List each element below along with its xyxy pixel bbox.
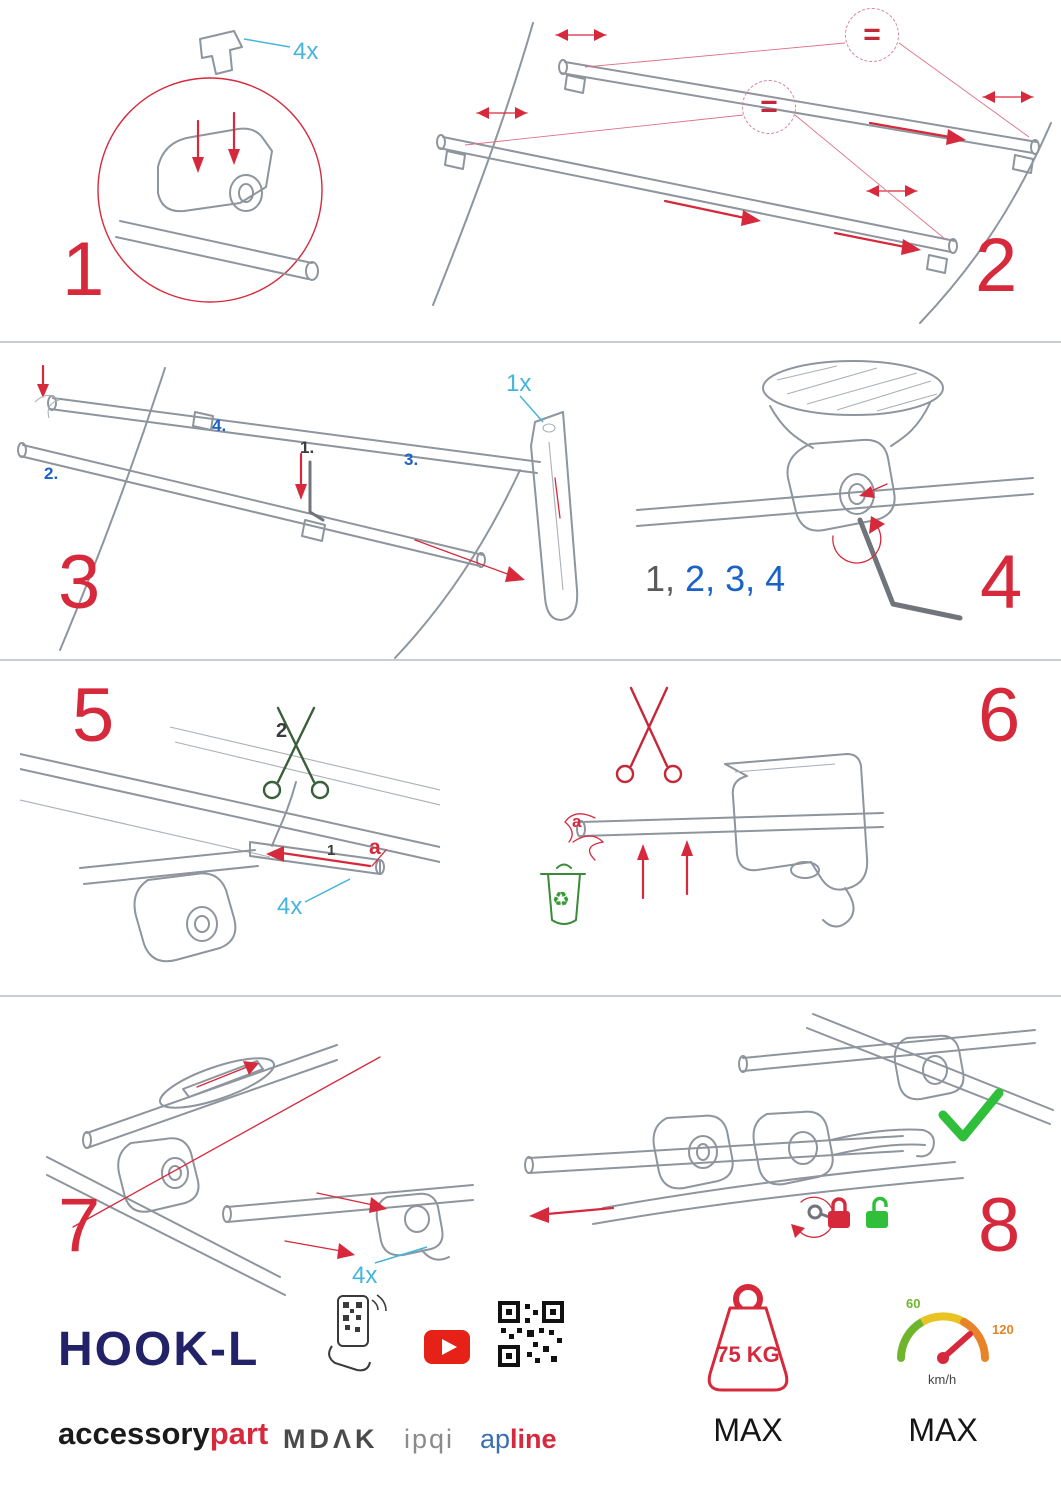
max-weight-label: MAX — [713, 1412, 783, 1448]
phone-qr-scan-icon — [328, 1294, 387, 1372]
step-4-number: 4 — [980, 540, 1022, 625]
step5-quantity-label: 4x — [277, 893, 303, 920]
step-8-number: 8 — [978, 1183, 1020, 1268]
step-5-number: 5 — [72, 673, 114, 758]
step5-label-2: 2 — [276, 720, 288, 742]
measure-arrow-2 — [982, 91, 1034, 103]
push-up-arrow-2 — [681, 840, 693, 896]
step-3-number: 3 — [58, 540, 100, 625]
measure-arrow-1 — [555, 29, 607, 41]
step5-label-a: a — [369, 836, 381, 859]
end-cap-clamp — [375, 1192, 450, 1261]
step1-quantity-label: 4x — [293, 38, 319, 65]
logo-apline: apline — [480, 1424, 557, 1455]
logo-ipqi: ipqi — [404, 1424, 455, 1454]
bracket-part — [724, 753, 869, 928]
speed-120-label: 120 — [992, 1322, 1014, 1337]
attach-arrow-2 — [284, 1240, 355, 1259]
sequence-gray: 1, — [645, 558, 676, 599]
scissors-icon — [262, 706, 330, 800]
max-weight-value: 75 KG — [716, 1342, 780, 1367]
max-speed-label: MAX — [908, 1412, 978, 1448]
pull-strap-arrow — [266, 846, 387, 868]
step5-illustration — [20, 706, 440, 963]
slide-arrow-2 — [868, 121, 966, 145]
recycle-icon: ♻ — [552, 889, 570, 911]
brand-accent: part — [209, 1416, 269, 1451]
step3-illustration — [17, 364, 579, 659]
attach-arrow-1 — [316, 1192, 387, 1213]
section-divider-2 — [0, 659, 1061, 661]
step3-substep-4: 4. — [212, 416, 227, 435]
step-1-number: 1 — [62, 227, 104, 312]
logo-mdak: MDΛK — [283, 1424, 379, 1454]
step-6-number: 6 — [978, 673, 1020, 758]
key-insert-arrow — [295, 452, 307, 500]
lock-closed-icon — [828, 1197, 850, 1228]
step3-substep-1: 1. — [300, 438, 315, 457]
scissors-icon — [615, 686, 683, 784]
strap-cover-part — [530, 411, 579, 621]
drop-arrow — [37, 364, 49, 398]
insert-arrow-2 — [228, 111, 240, 165]
youtube-icon — [424, 1330, 470, 1364]
clip-part — [199, 30, 243, 75]
step6-label-a: a — [572, 812, 582, 831]
speed-unit-label: km/h — [928, 1372, 957, 1387]
step3-substep-2: 2. — [44, 464, 59, 483]
measure-arrow-3 — [866, 185, 918, 197]
speed-60-label: 60 — [906, 1296, 921, 1311]
step-2-number: 2 — [975, 223, 1017, 308]
step5-label-1: 1 — [327, 842, 336, 859]
allen-key-icon — [308, 460, 325, 522]
step4-illustration — [636, 360, 1034, 621]
logo-apline-line: line — [510, 1424, 557, 1454]
insert-arrow-1 — [192, 119, 204, 173]
speedometer-icon — [897, 1312, 989, 1364]
step6-illustration — [540, 686, 884, 928]
slide-arrow-1 — [663, 199, 761, 226]
insert-slide-arrow — [196, 1061, 259, 1088]
slide-left-arrow — [529, 1206, 615, 1223]
lock-open-icon — [866, 1196, 888, 1228]
socket-arrow — [859, 483, 888, 498]
trash-icon — [540, 863, 586, 925]
step3-substep-3: 3. — [404, 450, 419, 469]
step7-illustration — [46, 1044, 474, 1296]
to-strap-arrow — [414, 539, 525, 582]
logo-apline-ap: ap — [480, 1424, 511, 1454]
step4-sequence: 1, 2, 3, 4 — [645, 558, 785, 600]
allen-key-icon — [857, 517, 963, 621]
checkmark-icon — [938, 1088, 1004, 1142]
brand-logo: accessorypart — [58, 1416, 268, 1452]
step7-quantity-label: 4x — [352, 1262, 378, 1289]
push-up-arrow-1 — [637, 844, 649, 900]
step8-illustration — [524, 1013, 1054, 1238]
brand-main: accessory — [58, 1416, 210, 1451]
measure-arrow-4 — [476, 107, 528, 119]
section-divider-1 — [0, 341, 1061, 343]
step3-quantity-label: 1x — [506, 370, 532, 397]
equal-spacing-badge-top: = — [845, 8, 899, 62]
section-divider-3 — [0, 995, 1061, 997]
max-weight-icon — [707, 1284, 789, 1392]
tighten-rotation-arrow — [832, 516, 885, 564]
qr-code-icon — [498, 1301, 564, 1367]
step2-illustration — [432, 22, 1052, 324]
slide-arrow-3 — [833, 231, 921, 255]
product-name: HOOK-L — [58, 1323, 260, 1376]
step-7-number: 7 — [58, 1183, 100, 1268]
sequence-blue: 2, 3, 4 — [685, 558, 786, 599]
step1-illustration — [97, 30, 323, 303]
equal-spacing-badge-mid: = — [742, 80, 796, 134]
